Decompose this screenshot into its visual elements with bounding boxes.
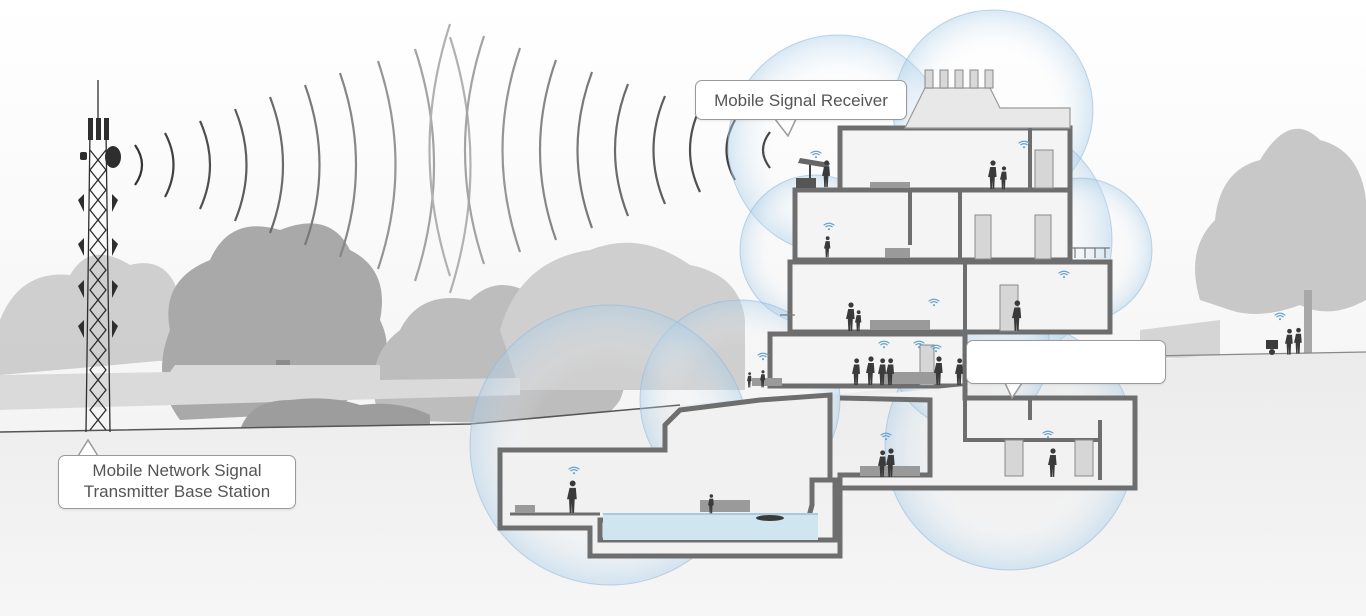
occupants — [567, 160, 1057, 521]
base-station-callout: Mobile Network Signal Transmitter Base S… — [58, 455, 296, 509]
signal-wave-incoming — [652, 95, 667, 205]
signal-wave-incoming — [428, 23, 452, 277]
cell-tower-icon — [78, 80, 121, 433]
signal-wave-incoming — [463, 35, 486, 265]
base-station-label-line1: Mobile Network Signal — [92, 461, 262, 480]
signal-wave-outgoing — [303, 84, 321, 246]
signal-wave-incoming — [613, 83, 630, 217]
receiver-callout: Mobile Signal Receiver — [695, 80, 907, 120]
signal-wave-incoming — [538, 59, 558, 241]
antenna-icon — [796, 158, 830, 188]
signal-wave-outgoing — [376, 60, 397, 270]
signal-wave-outgoing — [448, 36, 472, 294]
signal-wave-outgoing — [134, 144, 144, 186]
signal-wave-incoming — [576, 71, 594, 229]
signal-wave-outgoing — [164, 132, 175, 198]
pedestrians — [1266, 327, 1302, 355]
building-cross-section — [497, 69, 1138, 559]
wifi-signal-icon — [1274, 312, 1286, 321]
signal-wave-incoming — [501, 47, 522, 253]
signal-wave-outgoing — [233, 108, 248, 222]
signal-wave-outgoing — [338, 72, 358, 258]
receiver-label: Mobile Signal Receiver — [714, 91, 888, 110]
signal-wave-incoming — [688, 107, 701, 193]
unnamed-callout — [966, 340, 1166, 384]
signal-wave-outgoing — [268, 96, 285, 234]
signal-wave-outgoing — [198, 120, 212, 210]
background-trees — [0, 128, 1366, 432]
base-station-label-line2: Transmitter Base Station — [83, 482, 271, 501]
signal-wave-outgoing — [413, 48, 436, 282]
swimmer-icon — [756, 515, 784, 521]
callout-tails — [77, 118, 1023, 457]
